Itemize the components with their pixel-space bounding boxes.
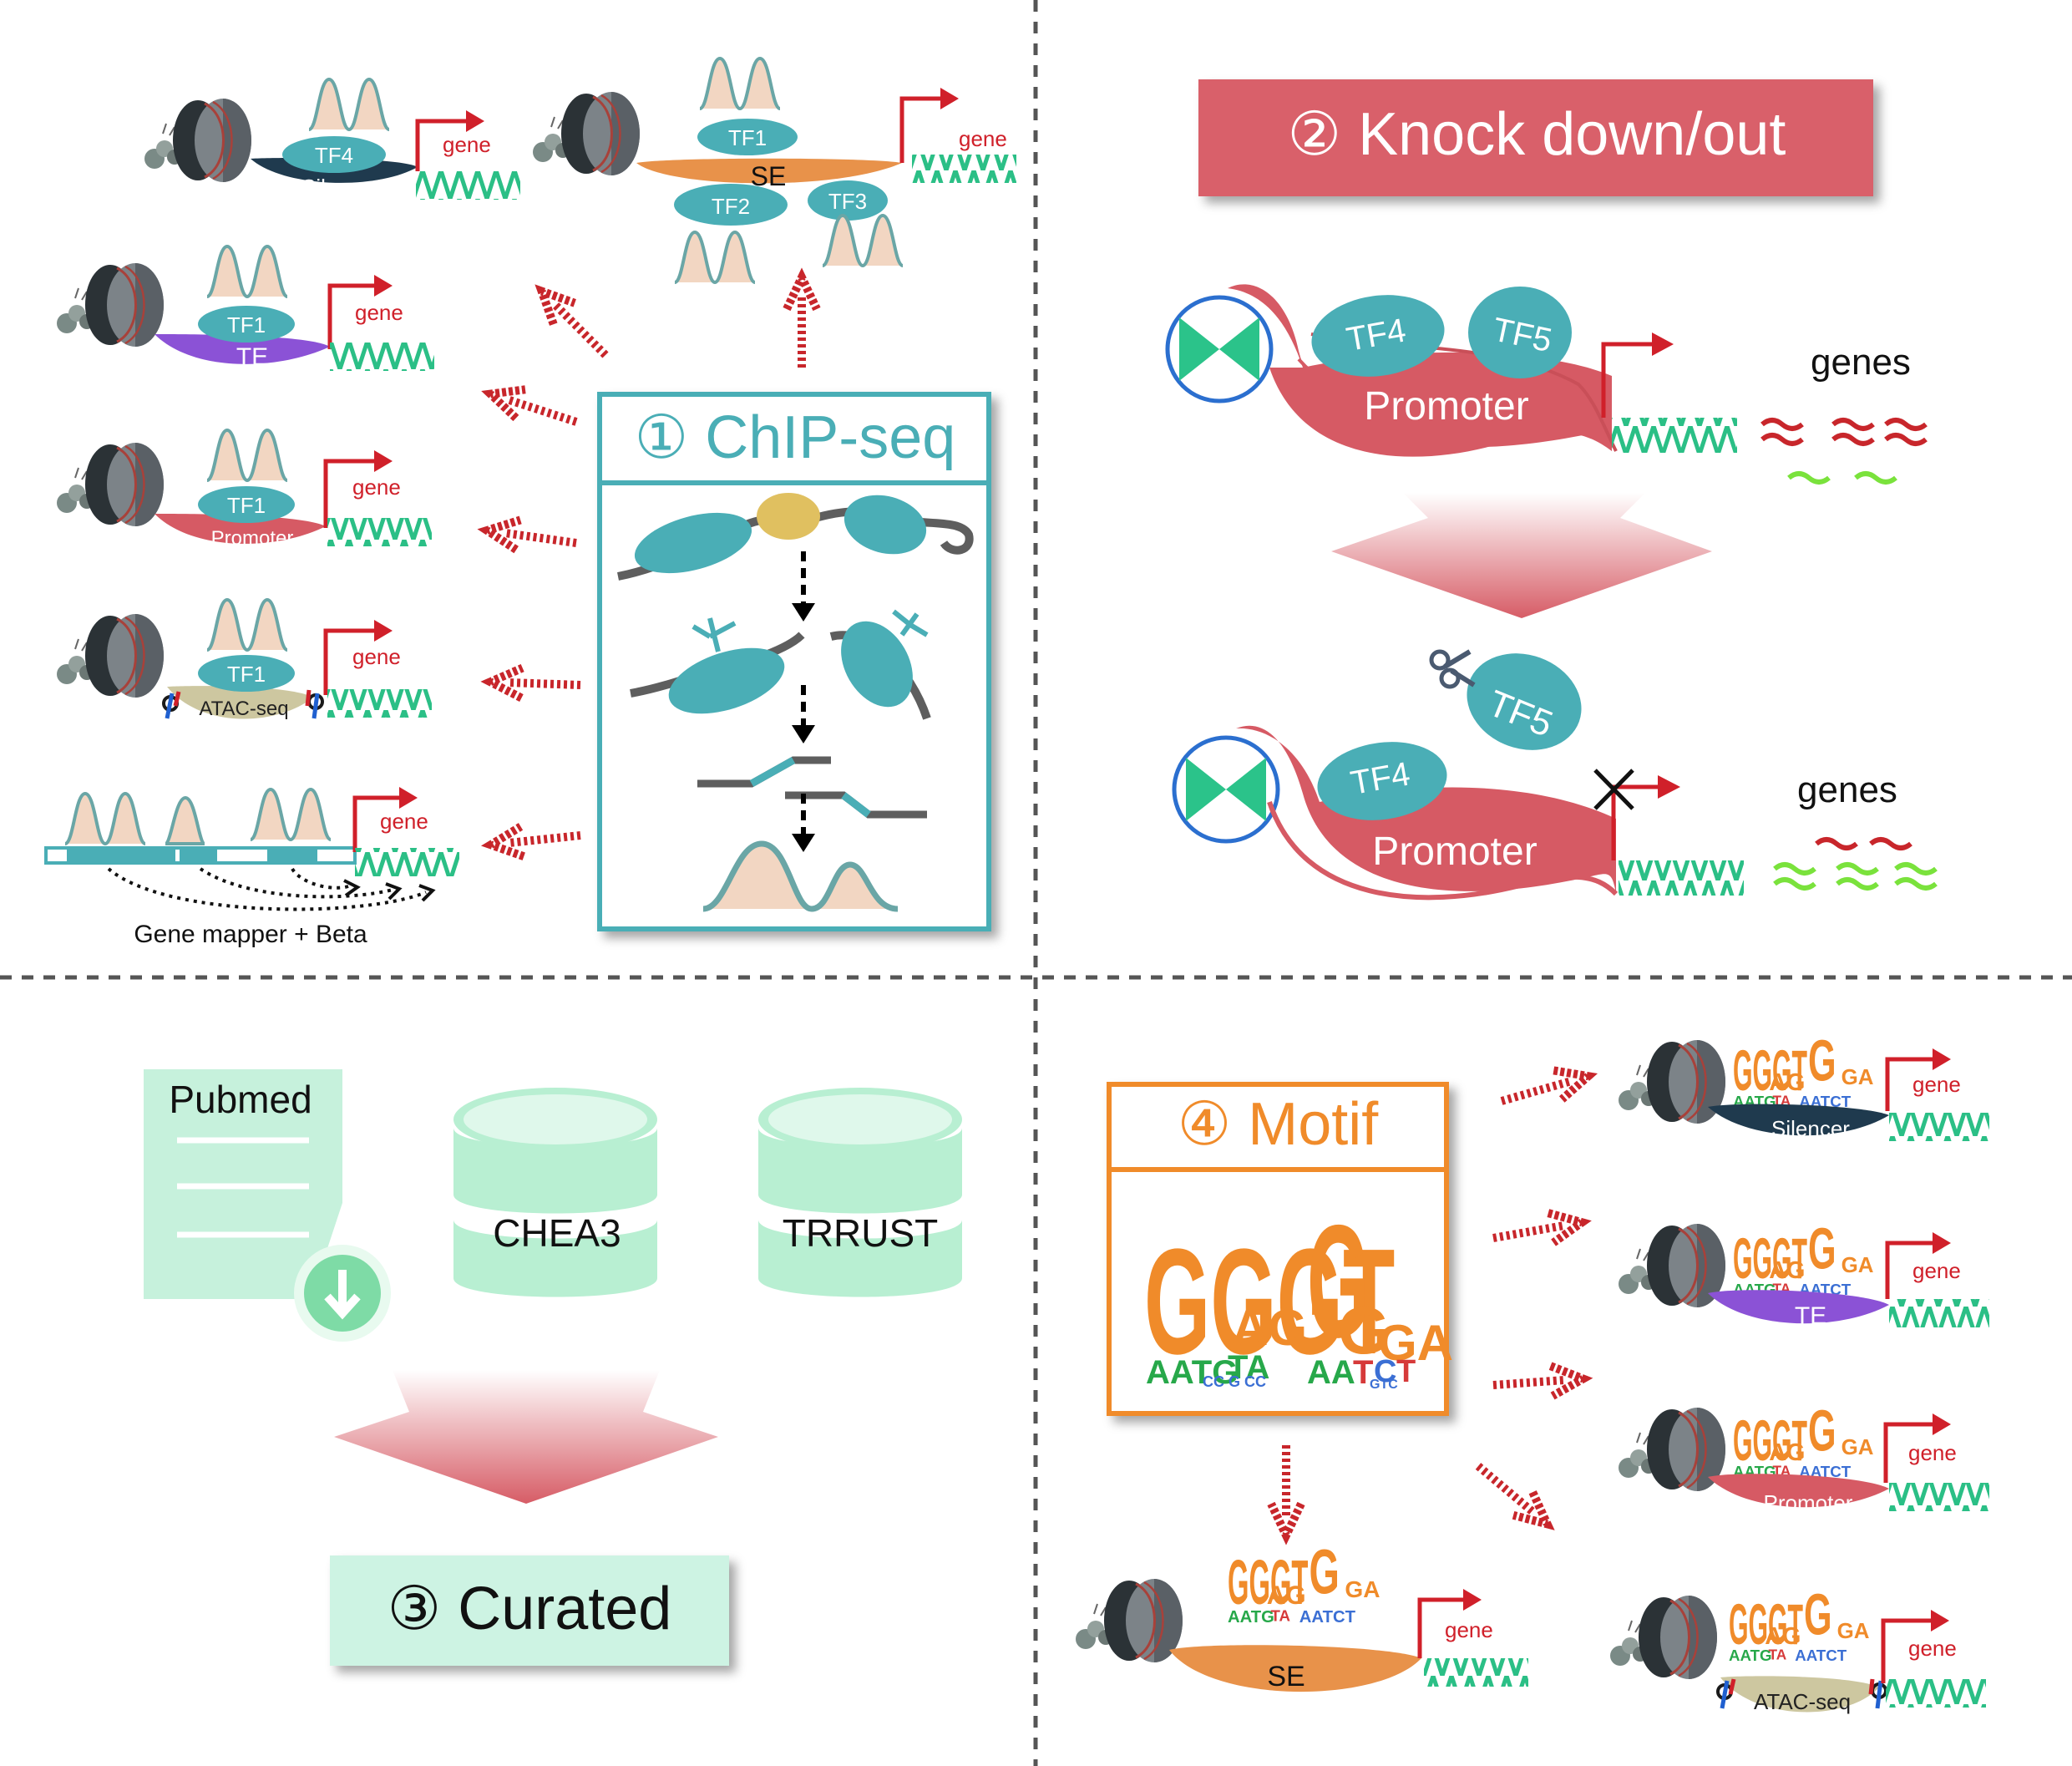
chipseq-box — [597, 392, 991, 931]
mapper-gene: gene — [380, 809, 428, 834]
chipseq-panel: ① ChIP-seq — [44, 57, 1016, 948]
motif-construct-silencer: Silencer gene — [1617, 1029, 1989, 1141]
svg-text:T: T — [1396, 1354, 1416, 1389]
svg-text:CC G CC: CC G CC — [1203, 1373, 1266, 1390]
chip-silencer-region: Silencer — [301, 175, 380, 200]
motif-silencer-region: Silencer — [1771, 1116, 1850, 1141]
chip-se-gene: gene — [959, 126, 1007, 151]
chip-silencer-tf: TF4 — [315, 143, 353, 168]
motif-promoter-region: Promoter — [1764, 1490, 1853, 1515]
curated-panel: Pubmed CHEA3 TRRUST ③ Curated — [144, 1069, 962, 1666]
knockout-panel: ② Knock down/out TF4 TF5 Promoter genes — [1165, 79, 1938, 901]
motif-se-region: SE — [1267, 1661, 1304, 1692]
mapper-caption: Gene mapper + Beta — [134, 921, 367, 948]
chip-atac-region: ATAC-seq — [199, 698, 288, 720]
trrust-database-icon — [758, 1088, 962, 1297]
scissors-icon — [1429, 649, 1476, 689]
svg-text:AA: AA — [1307, 1354, 1355, 1391]
motif-construct-promoter: Promoter gene — [1617, 1399, 1989, 1515]
chip-se-region: SE — [751, 161, 787, 191]
curated-down-arrow — [334, 1370, 718, 1504]
source-trrust: TRRUST — [783, 1211, 939, 1255]
blocked-cross-icon — [1593, 769, 1634, 810]
chip-gene-mapper: gene Gene mapper + Beta — [44, 787, 459, 948]
chip-construct-atac: TF1 ATAC-seq gene — [55, 598, 432, 720]
svg-text:GGGT: GGGT — [1144, 1219, 1395, 1387]
motif-promoter-gene: gene — [1908, 1440, 1957, 1465]
chip-construct-te: TF1 TE gene — [55, 245, 434, 371]
chip-te-gene: gene — [355, 300, 403, 325]
motif-box — [1107, 1082, 1449, 1416]
curated-title: ③ Curated — [388, 1576, 672, 1642]
svg-text:C: C — [1374, 1354, 1396, 1389]
svg-text:AG: AG — [1232, 1300, 1307, 1356]
chip-promoter-tf: TF1 — [227, 493, 266, 518]
chip-construct-se: TF1 SE TF2 TF3 gene — [531, 57, 1016, 284]
svg-text:G: G — [1307, 1193, 1370, 1372]
ko-before-genes: genes — [1811, 342, 1911, 383]
knockout-after: TF4 TF5 Promoter genes — [1172, 649, 1938, 901]
svg-text:AATG: AATG — [1146, 1354, 1238, 1391]
chip-construct-silencer: TF4 Silencer gene — [143, 78, 520, 200]
source-chea3: CHEA3 — [493, 1211, 621, 1255]
ko-after-genes: genes — [1797, 769, 1897, 810]
motif-construct-se: SE gene — [1074, 1537, 1528, 1692]
ko-after-region: Promoter — [1372, 830, 1537, 874]
motif-te-gene: gene — [1912, 1258, 1961, 1283]
ko-before-region: Promoter — [1364, 384, 1528, 429]
svg-text:G: G — [1338, 1293, 1390, 1368]
motif-atac-gene: gene — [1908, 1636, 1957, 1661]
motif-atac-region: ATAC-seq — [1754, 1689, 1851, 1714]
chipseq-title: ① ChIP-seq — [635, 404, 956, 471]
motif-construct-atac: ATAC-seq gene — [1608, 1583, 1986, 1714]
download-icon — [324, 1270, 361, 1320]
knockout-banner — [1198, 79, 1873, 196]
chip-te-region: TE — [236, 343, 268, 371]
source-pubmed: Pubmed — [169, 1078, 312, 1121]
svg-text:T: T — [1353, 1354, 1373, 1391]
chip-te-tf: TF1 — [227, 312, 266, 337]
chip-promoter-gene: gene — [352, 474, 401, 500]
chip-atac-gene: gene — [352, 644, 401, 669]
knockout-before: TF4 TF5 Promoter genes — [1165, 284, 1928, 485]
chip-se-tf1: TF1 — [728, 125, 767, 150]
chip-atac-tf: TF1 — [227, 662, 266, 687]
svg-text:TA: TA — [1228, 1349, 1269, 1386]
knockout-down-arrow — [1331, 493, 1712, 618]
svg-text:GA: GA — [1378, 1315, 1453, 1371]
chip-silencer-gene: gene — [443, 132, 491, 157]
motif-silencer-gene: gene — [1912, 1072, 1961, 1097]
chipseq-protocol-illustration — [617, 493, 974, 912]
svg-text:GTC: GTC — [1370, 1378, 1398, 1392]
chip-se-tf2: TF2 — [712, 194, 750, 219]
motif-title: ④ Motif — [1178, 1091, 1380, 1158]
motif-se-gene: gene — [1445, 1617, 1493, 1642]
chea3-database-icon — [453, 1088, 657, 1297]
motif-te-region: TE — [1795, 1302, 1826, 1330]
motif-panel: ④ Motif GGGT AG G G GA AATG TA AA T C T … — [1074, 1029, 1989, 1714]
chip-promoter-region: Promoter — [211, 527, 294, 550]
knockout-title: ② Knock down/out — [1288, 101, 1786, 168]
motif-construct-te: TE gene — [1617, 1217, 1989, 1330]
motif-logo: GGGT AG G G GA AATG TA AA T C T CC G CC … — [1144, 1193, 1453, 1392]
chip-se-tf3: TF3 — [828, 189, 867, 214]
curated-box — [330, 1555, 729, 1666]
pubmed-document-icon — [144, 1069, 391, 1342]
chip-construct-promoter: TF1 Promoter gene — [55, 429, 432, 550]
